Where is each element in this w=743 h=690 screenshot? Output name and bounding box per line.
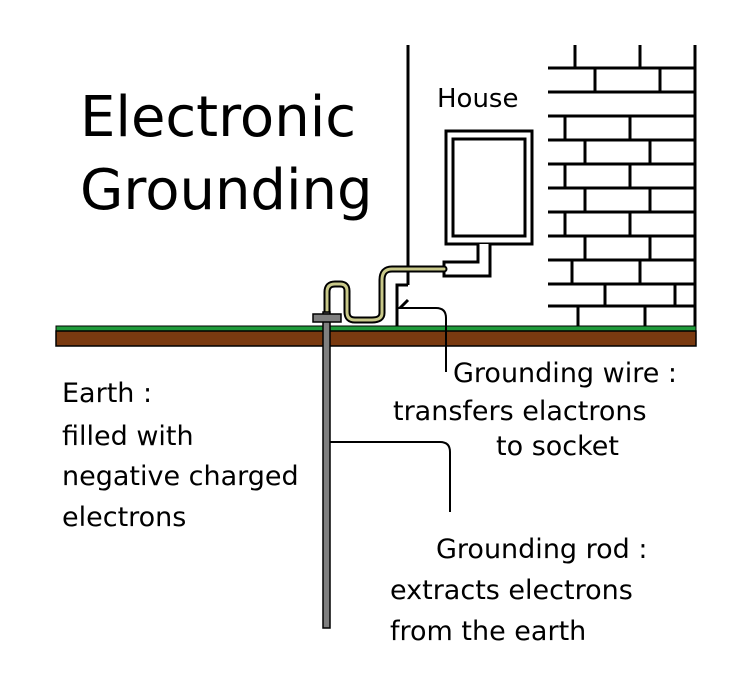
- earth-label-line-2: filled with: [62, 421, 194, 452]
- grounding-rod-label-line-3: from the earth: [390, 616, 587, 647]
- title-line-2: Grounding: [80, 158, 373, 223]
- grounding-rod-leader: [330, 441, 451, 512]
- socket-conduit: [442, 244, 492, 278]
- grounding-rod-label-line-2: extracts electrons: [390, 575, 633, 606]
- grounding-rod-label-line-1: Grounding rod :: [436, 534, 648, 565]
- brick-wall: [548, 45, 697, 330]
- grounding-wire-label-line-3: to socket: [496, 431, 619, 462]
- title-line-1: Electronic: [80, 85, 357, 150]
- earth-label-line-4: electrons: [62, 502, 187, 533]
- grounding-wire-core: [325, 267, 446, 324]
- grounding-rod-clamp: [312, 313, 342, 323]
- earth-label-line-3: negative charged: [62, 461, 299, 492]
- socket-panel: [444, 129, 534, 246]
- grounding-wire: [323, 265, 448, 326]
- grounding-rod: [322, 311, 331, 629]
- house-label: House: [437, 84, 519, 114]
- grounding-wire-label-line-2: transfers elactrons: [393, 396, 647, 427]
- earth-label-line-1: Earth :: [62, 378, 153, 409]
- wall-base-bracket: [395, 283, 410, 328]
- grounding-wire-label-line-1: Grounding wire :: [453, 358, 678, 389]
- grounding-wire-leader: [398, 307, 447, 372]
- soil-strip: [55, 330, 697, 347]
